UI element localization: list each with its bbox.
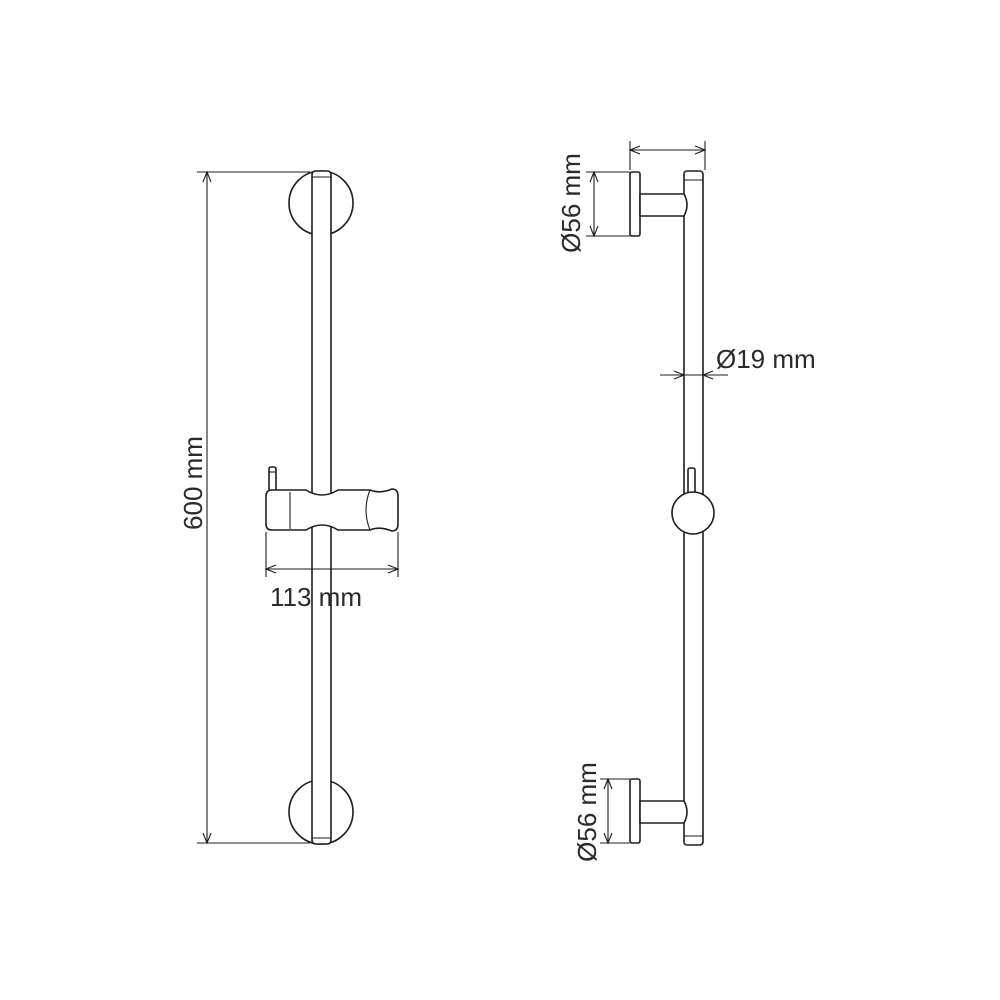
front-view: 600 mm 113 mm [178,170,400,845]
side-bottom-wall-plate [629,778,641,844]
side-view: Ø56 mm Ø56 mm Ø19 mm [556,141,816,862]
side-top-wall-plate [629,171,641,237]
bottom-bracket-label: Ø56 mm [572,762,602,862]
top-bracket-label: Ø56 mm [556,153,586,253]
height-arrow-bottom [202,832,212,845]
top-bracket-arrow-bottom [589,225,599,238]
side-top-bracket-arm [639,193,688,217]
bar-diameter-label: Ø19 mm [716,344,816,374]
bottom-bracket-arrow-top [603,777,613,790]
bar-diameter-arrow-right [701,370,714,380]
slider-cradle-curve [365,489,371,531]
bottom-bracket-arrow-bottom [603,832,613,845]
height-label: 600 mm [178,436,208,530]
side-depth-arrow-right [694,145,707,155]
slider-body [265,488,399,532]
slider-width-arrow-left [264,564,277,574]
height-arrow-top [202,170,212,183]
bar-diameter-arrow-left [673,370,686,380]
slider-knob-pin [268,466,277,494]
top-bracket-arrow-top [589,170,599,183]
side-bottom-bracket-arm [639,800,688,824]
side-depth-arrow-left [628,145,641,155]
slider-width-arrow-right [387,564,400,574]
side-slider-body [671,491,715,535]
slider-width-label: 113 mm [270,582,362,612]
